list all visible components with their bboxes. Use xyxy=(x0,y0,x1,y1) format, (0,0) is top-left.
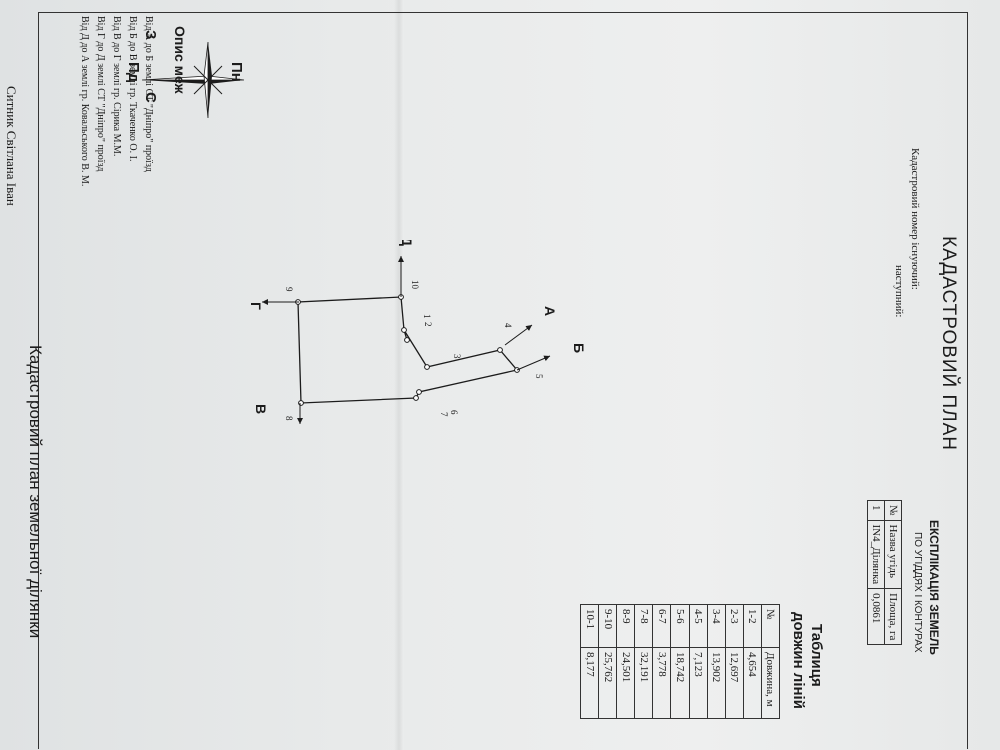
boundary-point xyxy=(404,337,410,343)
point-label-4: 4 xyxy=(503,323,513,328)
border-description-item: Від Д до А землі гр. Ковальського В. М. xyxy=(79,16,90,187)
signature-text: Ситник Світлана Іван xyxy=(4,86,19,206)
paper-fold xyxy=(394,0,404,750)
cadastral-number-value: наступний: xyxy=(893,265,905,318)
point-label-7: 7 xyxy=(439,412,449,417)
direction-label-a: А xyxy=(542,306,558,316)
segment-cell: 9-10 xyxy=(598,604,617,648)
border-description-item: Від В до Г землі гр. Сірика М.М. xyxy=(111,16,122,157)
length-cell: 4,654 xyxy=(743,647,762,719)
explication-subtitle: ПО УГІДДЯХ І КОНТУРАХ xyxy=(912,532,923,653)
segment-cell: 3-4 xyxy=(707,604,726,648)
point-label-5: 5 xyxy=(534,374,544,379)
direction-label-g: Г xyxy=(248,302,264,310)
header-cell: № xyxy=(884,500,902,520)
point-label-10: 10 xyxy=(410,280,420,290)
explication-table-container: № Назва угідь Площа, га 1 IN4_Ділянка 0,… xyxy=(867,500,902,645)
segment-cell: 7-8 xyxy=(634,604,653,648)
segment-cell: 8-9 xyxy=(616,604,635,648)
table-header-row: № Довжина, м xyxy=(761,604,780,719)
border-description-item: Від А до Б землі СТ "Дніпро" проїзд xyxy=(143,16,154,172)
document-frame xyxy=(38,12,968,749)
segment-cell: 5-6 xyxy=(670,604,690,648)
plan-caption: Кадастровий план земельної ділянки xyxy=(26,345,45,639)
length-cell: 13,902 xyxy=(707,647,726,719)
point-label-2: 2 xyxy=(423,322,433,327)
borders-description-title: Опис меж xyxy=(172,26,188,94)
cadastral-number-label: Кадастровий номер існуючий: xyxy=(909,148,921,290)
segment-cell: 1-2 xyxy=(743,604,762,648)
lengths-table-title: Таблиця xyxy=(808,624,825,687)
length-cell: 25,762 xyxy=(598,647,617,719)
point-label-3: 3 xyxy=(452,354,462,359)
border-description-item: Від Г до Д землі СТ "Дніпро" проїзд xyxy=(95,16,106,172)
length-cell: 18,742 xyxy=(670,647,690,719)
direction-arrow-b xyxy=(516,355,551,371)
parcel-plan-drawing: 1 2 3 4 5 6 7 8 9 10 А Б В Г Д xyxy=(248,240,587,424)
length-cell: 7,123 xyxy=(689,647,708,719)
point-label-8: 8 xyxy=(284,416,294,421)
header-cell: № xyxy=(761,604,780,648)
length-cell: 3,778 xyxy=(652,647,671,719)
area-cell: 0,0861 xyxy=(867,588,885,645)
explication-table: № Назва угідь Площа, га 1 IN4_Ділянка 0,… xyxy=(867,500,902,645)
compass-rose-icon xyxy=(141,41,245,119)
boundary-point xyxy=(424,364,430,370)
segment-cell: 6-7 xyxy=(652,604,671,648)
boundary-point xyxy=(497,347,503,353)
direction-label-d: Д xyxy=(399,240,415,246)
point-label-9: 9 xyxy=(284,287,294,292)
number-cell: 1 xyxy=(867,500,885,520)
direction-arrow-a xyxy=(504,324,533,346)
direction-label-b: Б xyxy=(571,343,587,353)
table-row: 1 IN4_Ділянка 0,0861 xyxy=(867,500,885,645)
boundary-point xyxy=(401,327,407,333)
segment-cell: 4-5 xyxy=(689,604,708,648)
length-cell: 8,177 xyxy=(580,647,599,719)
header-cell: Довжина, м xyxy=(761,647,780,719)
point-label-1: 1 xyxy=(422,314,432,319)
explication-title: ЕКСПЛІКАЦІЯ ЗЕМЕЛЬ xyxy=(927,520,941,655)
parcel-boundary xyxy=(297,296,519,404)
point-label-6: 6 xyxy=(449,410,459,415)
border-description-item: Від Б до В землі гр. Ткаченко О. І. xyxy=(127,16,138,162)
length-cell: 24,501 xyxy=(616,647,635,719)
length-cell: 12,697 xyxy=(725,647,744,719)
compass-north-label: Пн xyxy=(228,62,245,82)
document-title: КАДАСТРОВИЙ ПЛАН xyxy=(938,236,959,452)
boundary-point xyxy=(298,400,304,406)
length-cell: 32,191 xyxy=(634,647,653,719)
boundary-point xyxy=(413,395,419,401)
lengths-table-subtitle: довжин ліній xyxy=(790,612,807,709)
direction-label-v: В xyxy=(253,404,269,414)
header-cell: Площа, га xyxy=(884,588,902,645)
table-header-row: № Назва угідь Площа, га xyxy=(884,500,902,645)
land-name-cell: IN4_Ділянка xyxy=(867,520,885,589)
header-cell: Назва угідь xyxy=(884,520,902,589)
segment-cell: 2-3 xyxy=(725,604,744,648)
boundary-point xyxy=(416,389,422,395)
segment-cell: 10-1 xyxy=(580,604,599,648)
